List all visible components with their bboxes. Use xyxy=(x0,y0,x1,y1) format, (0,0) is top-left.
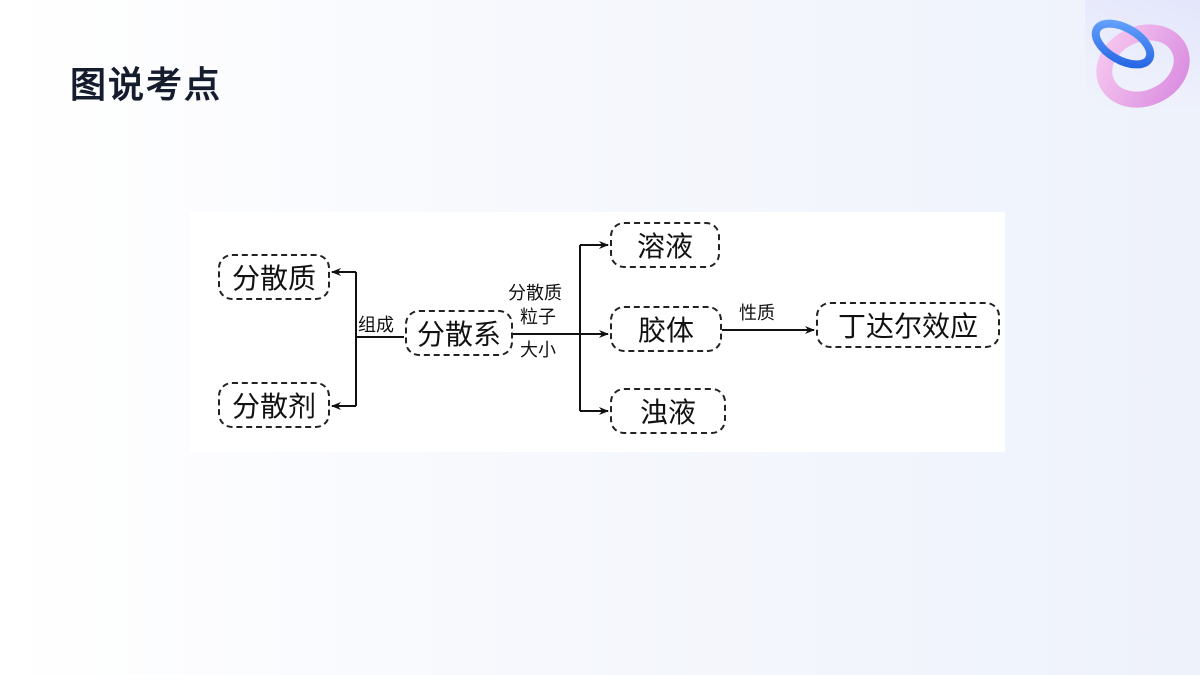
diagram-connectors xyxy=(331,241,815,415)
slide-title: 图说考点 xyxy=(70,65,223,106)
dispersion-system-diagram: 分散质 分散剂 分散系 溶液 胶体 浊液 丁达尔效应 组成 分散质 粒子 大小 … xyxy=(190,212,1005,452)
label-particle-line2: 粒子 xyxy=(520,307,556,328)
node-solution: 溶液 xyxy=(610,222,720,268)
node-solute: 分散质 xyxy=(218,254,330,300)
node-tyndall-effect: 丁达尔效应 xyxy=(816,302,1000,348)
label-property: 性质 xyxy=(739,303,775,324)
ring-icon xyxy=(1091,19,1190,108)
node-suspension: 浊液 xyxy=(610,388,726,434)
label-particle-line3: 大小 xyxy=(520,340,556,361)
label-particle-line1: 分散质 xyxy=(508,283,562,304)
node-solvent: 分散剂 xyxy=(218,382,330,428)
corner-decoration xyxy=(1085,0,1200,108)
label-composition: 组成 xyxy=(358,315,394,336)
node-colloid: 胶体 xyxy=(610,306,722,352)
node-dispersion-system: 分散系 xyxy=(405,310,513,356)
